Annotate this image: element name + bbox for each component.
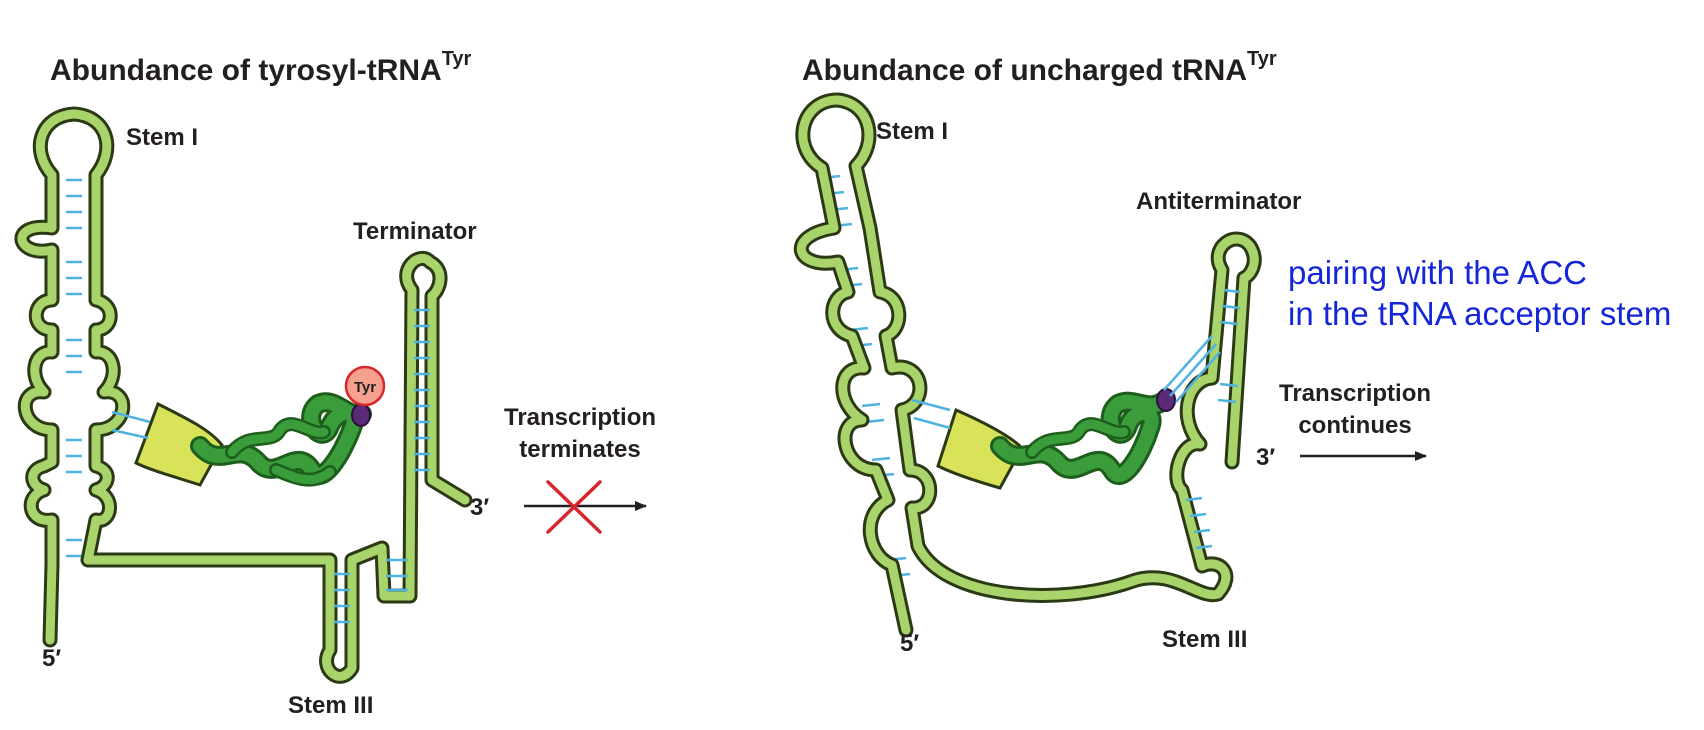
right-panel-title: Abundance of uncharged tRNATyr [802,48,1277,88]
right-outcome-label: Transcription continues [1258,378,1452,442]
left-outcome-line1: Transcription [503,404,657,431]
annotation-line1: pairing with the ACC [1288,254,1587,291]
left-rna-structure [14,106,473,684]
right-outcome-line1: Transcription [1278,380,1432,407]
left-terminator-base-pairs [414,308,430,472]
right-three-prime-label: 3′ [1256,444,1276,471]
left-outcome-line2: terminates [519,436,641,463]
left-stem1-base-pairs [66,178,82,558]
left-rna-backbone [17,109,470,681]
left-tyrosine-attachment: Tyr [344,365,386,427]
right-trna [990,391,1172,485]
left-three-prime-label: 3′ [470,494,490,521]
left-blocked-arrow [524,480,647,534]
right-title-text: Abundance of uncharged tRNA [802,54,1248,87]
right-five-prime-label: 5′ [900,630,920,657]
tyr-badge-label: Tyr [354,379,376,396]
right-ribosome [911,398,1024,490]
left-five-prime-label: 5′ [42,645,62,672]
antiterminator-label: Antiterminator [1136,188,1302,215]
right-stem1-label: Stem I [876,118,949,145]
red-x-icon [546,480,602,534]
right-rna-backbone [796,95,1259,635]
left-panel-title: Abundance of tyrosyl-tRNATyr [50,48,471,88]
right-stem3-base-pairs [1185,496,1213,550]
left-trna [190,392,372,487]
right-title-superscript: Tyr [1247,48,1277,70]
left-stem3-base-pairs [334,558,408,624]
left-title-superscript: Tyr [441,48,472,70]
tyr-ball [344,365,386,407]
left-stem1-label: Stem I [126,124,199,151]
right-acceptor-pairing [1156,335,1221,412]
right-stem3-label: Stem III [1162,626,1248,653]
right-antiterminator-base-pairs [1217,288,1241,404]
left-stem3-label: Stem III [288,692,374,719]
left-title-text: Abundance of tyrosyl-tRNA [50,54,442,87]
right-rna-structure [793,92,1262,638]
left-ribosome [111,401,224,487]
right-outcome-line2: continues [1298,412,1412,439]
annotation-line2: in the tRNA acceptor stem [1288,295,1672,332]
acceptor-pairing-annotation: pairing with the ACC in the tRNA accepto… [1288,252,1671,334]
left-outcome-label: Transcription terminates [486,402,674,466]
left-terminator-label: Terminator [353,218,477,245]
